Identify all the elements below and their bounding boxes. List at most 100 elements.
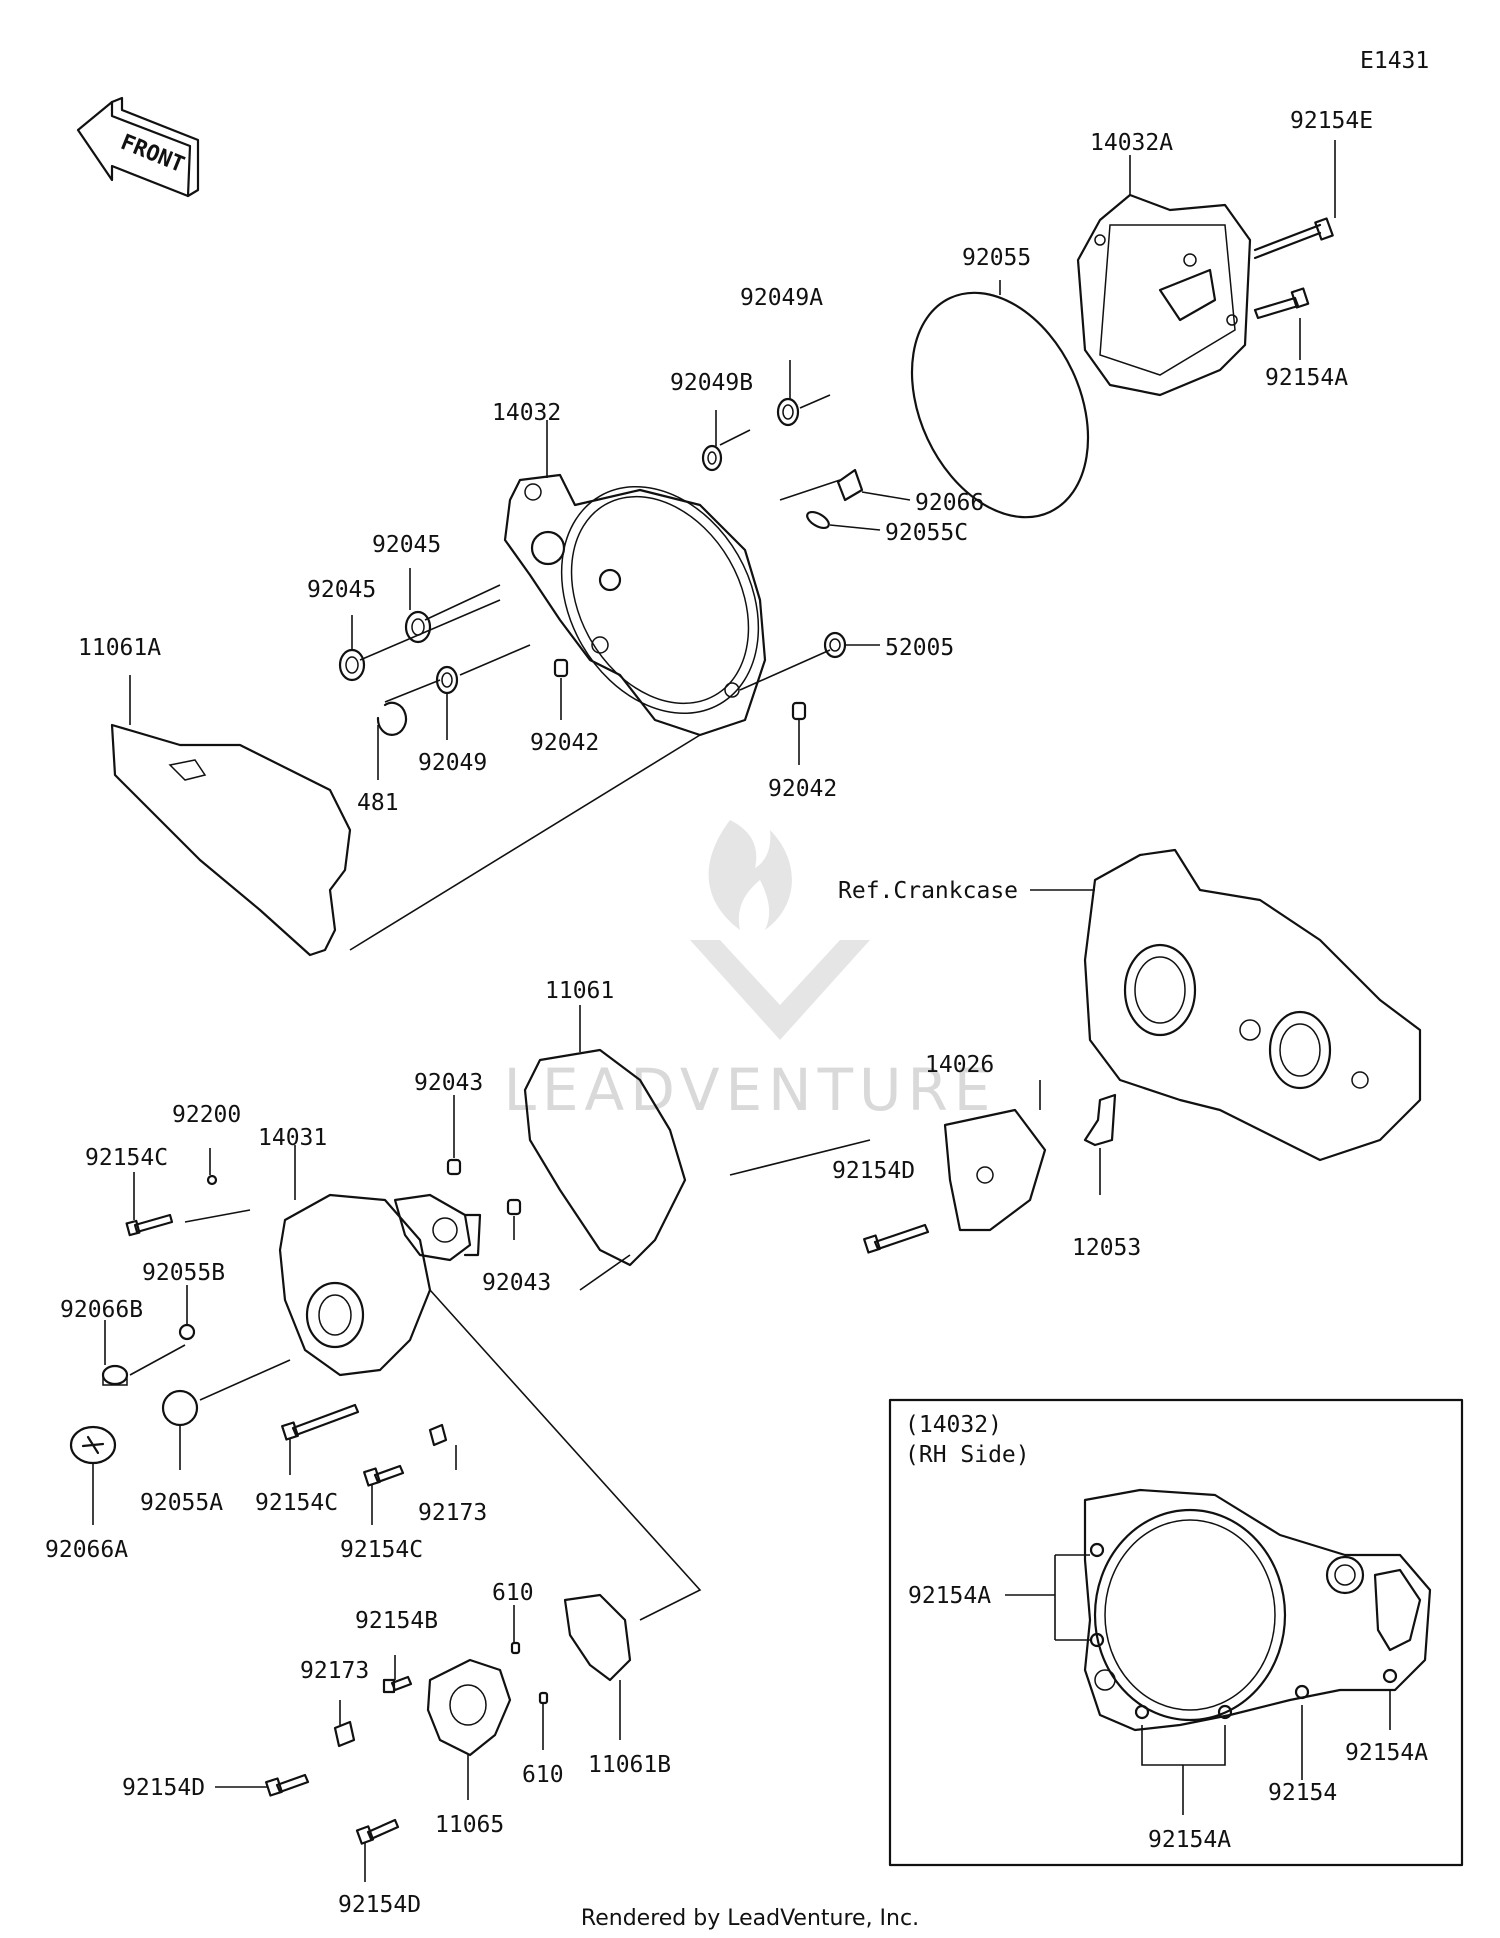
callout-14032: 14032 (492, 400, 561, 426)
generator-cover-14031 (278, 1193, 482, 1377)
bolt-short (1253, 287, 1310, 320)
dowel-92042-a (553, 658, 569, 678)
bearing-92045-b (338, 648, 366, 682)
callout-481: 481 (357, 790, 399, 816)
callout-92055C: 92055C (885, 520, 968, 546)
callout-92049: 92049 (418, 750, 487, 776)
gasket-11061A (110, 723, 352, 957)
plug-92066 (836, 468, 864, 502)
callout-92049A: 92049A (740, 285, 823, 311)
inset-title-1: (14032) (905, 1412, 1002, 1438)
bolt-92154C-b (281, 1403, 360, 1441)
callout-11065: 11065 (435, 1812, 504, 1838)
callout-92066: 92066 (915, 490, 984, 516)
callout-92042-a: 92042 (530, 730, 599, 756)
seal-52005 (823, 631, 847, 659)
watermark-logo (690, 820, 870, 1040)
callout-92154A-top: 92154A (1265, 365, 1348, 391)
inset-rh-side: (14032) (RH Side) (888, 1398, 1464, 1867)
bolt-92154D-a (265, 1773, 310, 1797)
callout-92042-b: 92042 (768, 776, 837, 802)
callout-inset-92154: 92154 (1268, 1780, 1337, 1806)
callout-92173-a: 92173 (418, 1500, 487, 1526)
callout-14032A: 14032A (1090, 130, 1173, 156)
callout-610-a: 610 (492, 1580, 534, 1606)
callout-92154C-b: 92154C (255, 1490, 338, 1516)
dowel-92043-a (446, 1158, 462, 1176)
pin-610-b (538, 1691, 549, 1705)
o-ring-92055B (178, 1323, 196, 1341)
bolt-92154B (382, 1675, 413, 1694)
callout-11061B: 11061B (588, 1752, 671, 1778)
bracket-12053 (1083, 1093, 1117, 1147)
o-ring-92055A (161, 1389, 199, 1427)
clamp-92173-a (428, 1423, 448, 1447)
callout-92154D-guard: 92154D (832, 1158, 915, 1184)
plug-92066B (101, 1364, 129, 1386)
bolt-92154D-b (355, 1818, 400, 1845)
footer-credit: Rendered by LeadVenture, Inc. (581, 1906, 919, 1931)
leader-lines (92, 140, 1336, 1882)
callout-inset-92154A-right: 92154A (1345, 1740, 1428, 1766)
dowel-92043-b (506, 1198, 522, 1216)
callout-92154C-a: 92154C (85, 1145, 168, 1171)
bolt-92154D-guard (863, 1223, 930, 1254)
callout-14026: 14026 (925, 1052, 994, 1078)
plug-92066A (69, 1425, 117, 1465)
callout-11061A: 11061A (78, 635, 161, 661)
callout-92154E: 92154E (1290, 108, 1373, 134)
callout-92045-a: 92045 (372, 532, 441, 558)
sprocket-guard-14026 (943, 1108, 1047, 1232)
callout-92154D-a: 92154D (122, 1775, 205, 1801)
bearing-92045-a (404, 610, 432, 644)
gasket-11061 (523, 1048, 687, 1267)
callout-92173-b: 92173 (300, 1658, 369, 1684)
callout-12053: 12053 (1072, 1235, 1141, 1261)
callout-ref-crankcase: Ref.Crankcase (838, 878, 1018, 904)
pin-610-a (510, 1641, 521, 1655)
dowel-92042-b (791, 701, 807, 721)
washer-92200 (206, 1174, 218, 1186)
o-ring-large (910, 291, 1090, 519)
callout-92049B: 92049B (670, 370, 753, 396)
callout-92154B: 92154B (355, 1608, 438, 1634)
clutch-cover-inner (503, 473, 767, 737)
callout-11061: 11061 (545, 978, 614, 1004)
watermark-text: LEADVENTURE (504, 1056, 997, 1124)
callout-labels: 14032A 92154E 92055 92049A 92049B 14032 … (45, 108, 1428, 1918)
bolt-92154C-a (125, 1213, 174, 1237)
callout-inset-92154A-bottom: 92154A (1148, 1827, 1231, 1853)
callout-92066B: 92066B (60, 1297, 143, 1323)
callout-52005: 52005 (885, 635, 954, 661)
front-label: FRONT (117, 130, 188, 178)
callout-92043-b: 92043 (482, 1270, 551, 1296)
callout-92066A: 92066A (45, 1537, 128, 1563)
seal-92049 (435, 665, 459, 695)
bearing-92049B (701, 444, 723, 472)
clamp-92173-b (333, 1720, 356, 1748)
callout-610-b: 610 (522, 1762, 564, 1788)
callout-92055B: 92055B (142, 1260, 225, 1286)
diagram-id: E1431 (1360, 48, 1429, 74)
gasket-11061B (563, 1593, 632, 1682)
bolt-long (1253, 217, 1334, 260)
front-arrow-icon: FRONT (76, 96, 200, 198)
crankcase-reference (1083, 848, 1422, 1162)
bearing-92049A (776, 397, 800, 427)
callout-92154C-c: 92154C (340, 1537, 423, 1563)
clutch-cover-outer (1076, 193, 1252, 397)
callout-92045-b: 92045 (307, 577, 376, 603)
callout-92200: 92200 (172, 1102, 241, 1128)
callout-92154D-b: 92154D (338, 1892, 421, 1918)
callout-92043-a: 92043 (414, 1070, 483, 1096)
callout-92055A: 92055A (140, 1490, 223, 1516)
o-ring-92055C (806, 510, 830, 530)
circlip-481 (376, 701, 408, 736)
callout-92055: 92055 (962, 245, 1031, 271)
inset-title-2: (RH Side) (905, 1442, 1030, 1468)
callout-inset-92154A-left: 92154A (908, 1583, 991, 1609)
bolt-92154C-c (363, 1464, 405, 1487)
callout-14031: 14031 (258, 1125, 327, 1151)
cover-11065 (426, 1658, 512, 1757)
